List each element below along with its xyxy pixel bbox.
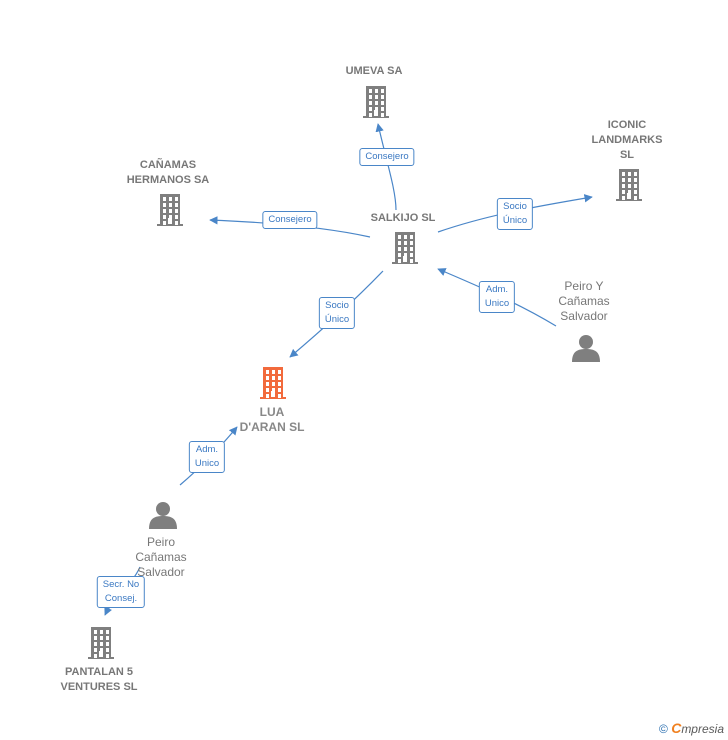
node-label-canamas[interactable]: CAÑAMAS HERMANOS SA <box>126 159 210 186</box>
building-icon-canamas <box>157 194 183 226</box>
node-label-iconic[interactable]: ICONIC LANDMARKS SL <box>591 119 663 161</box>
node-label-peiro2[interactable]: Peiro Cañamas Salvador <box>135 535 187 579</box>
edge-salkijo-umeva <box>375 123 397 211</box>
building-icon-lua <box>260 367 286 399</box>
edge-label-salkijo-canamas[interactable]: Consejero <box>262 211 318 229</box>
edge-label-peiro1-salkijo[interactable]: Adm. Unico <box>478 281 516 313</box>
copyright-symbol: © <box>659 722 668 736</box>
person-icon-peiro1 <box>572 335 600 362</box>
edge-label-salkijo-lua[interactable]: Socio Único <box>318 297 356 329</box>
node-label-pantalan[interactable]: PANTALAN 5 VENTURES SL <box>60 666 138 693</box>
node-label-lua[interactable]: LUA D'ARAN SL <box>239 405 305 434</box>
node-label-umeva[interactable]: UMEVA SA <box>345 65 403 77</box>
edge-label-salkijo-iconic[interactable]: Socio Único <box>496 198 534 230</box>
node-label-salkijo[interactable]: SALKIJO SL <box>370 212 436 224</box>
building-icon-umeva <box>363 86 389 118</box>
brand-footer: © Cmpresia <box>659 720 724 736</box>
building-icon-iconic <box>616 169 642 201</box>
building-icon-pantalan <box>88 627 114 659</box>
person-icon-peiro2 <box>149 502 177 529</box>
node-label-peiro1[interactable]: Peiro Y Cañamas Salvador <box>558 279 610 323</box>
brand-initial: C <box>671 720 682 736</box>
brand-name: mpresia <box>681 722 724 736</box>
edge-label-salkijo-umeva[interactable]: Consejero <box>359 148 415 166</box>
edge-label-peiro2-lua[interactable]: Adm. Unico <box>188 441 226 473</box>
building-icon-salkijo <box>392 232 418 264</box>
edge-label-peiro2-pantalan[interactable]: Secr. No Consej. <box>96 576 146 608</box>
